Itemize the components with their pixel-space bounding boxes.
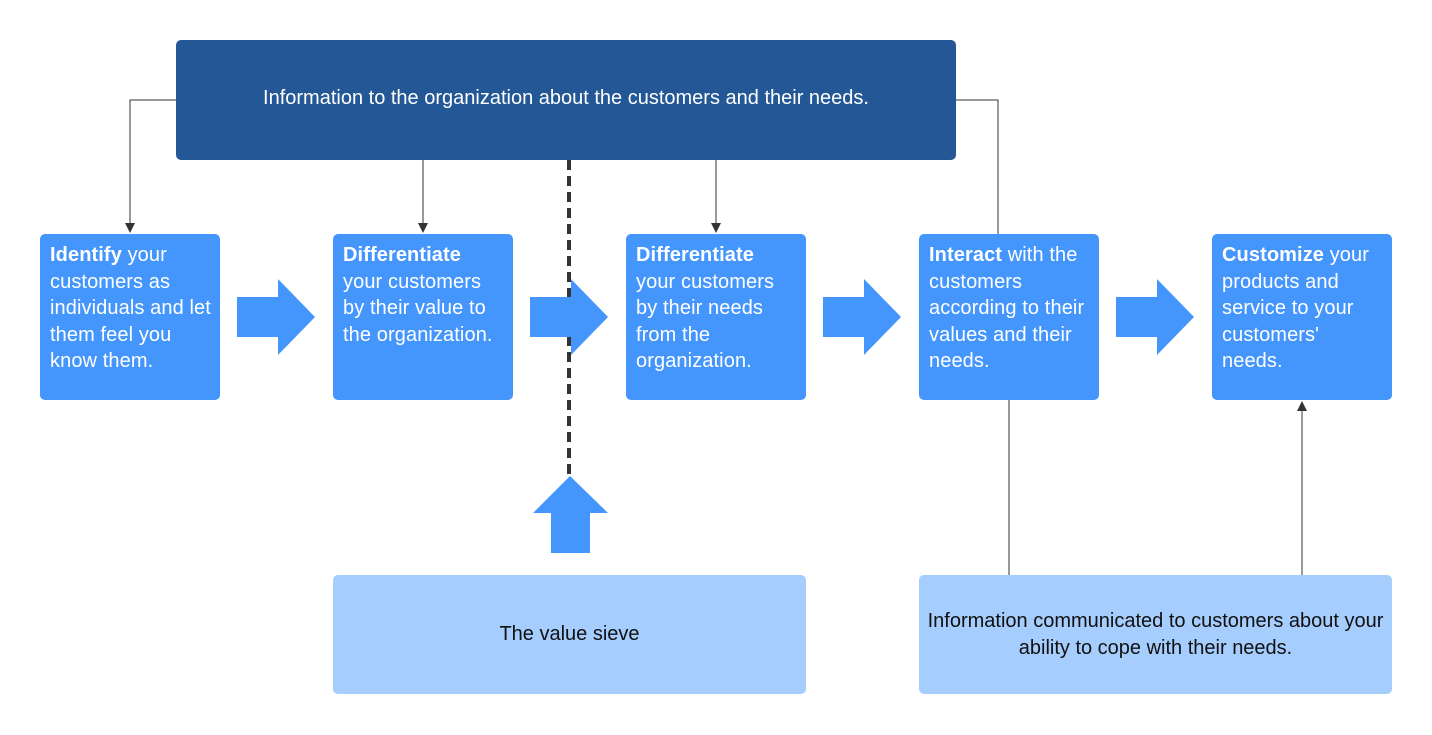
step-differentiate-value-keyword: Differentiate: [343, 244, 461, 266]
value-sieve-box: The value sieve: [333, 575, 806, 694]
connector-top-to-identify: [125, 99, 176, 233]
value-sieve-text: The value sieve: [499, 623, 640, 645]
step-interact-keyword: Interact: [929, 244, 1003, 266]
connector-top-to-interact: [956, 99, 999, 234]
step-identify: Identify your customers as individuals a…: [40, 234, 220, 400]
step-customize-keyword: Customize: [1222, 244, 1325, 266]
step-differentiate-value-text: your customers by their value to the org…: [343, 270, 493, 346]
step-customize-text: your products and service to your custom…: [1222, 244, 1369, 372]
value-sieve-up-arrow: [533, 476, 608, 553]
step-differentiate-value: Differentiate your customers by their va…: [333, 234, 513, 400]
step-identify-text: your customers as individuals and let th…: [50, 244, 211, 372]
organization-information-box: Information to the organization about th…: [176, 40, 956, 160]
organization-information-text: Information to the organization about th…: [263, 86, 869, 109]
customer-communication-box: Information communicated to customers ab…: [919, 575, 1392, 694]
step-differentiate-needs-keyword: Differentiate: [636, 244, 754, 266]
flow-arrow-3: [823, 279, 901, 355]
step-customize: Customize your products and service to y…: [1212, 234, 1392, 400]
step-interact-text: with the customers according to their va…: [929, 244, 1085, 372]
step-interact: Interact with the customers according to…: [919, 234, 1099, 400]
flow-arrow-1: [237, 279, 315, 355]
customer-communication-text: Information communicated to customers ab…: [927, 609, 1384, 659]
step-differentiate-needs: Differentiate your customers by their ne…: [626, 234, 806, 400]
flow-arrow-2: [530, 279, 608, 355]
step-identify-keyword: Identify: [50, 244, 122, 266]
flow-arrow-4: [1116, 279, 1194, 355]
step-differentiate-needs-text: your customers by their needs from the o…: [636, 270, 775, 373]
